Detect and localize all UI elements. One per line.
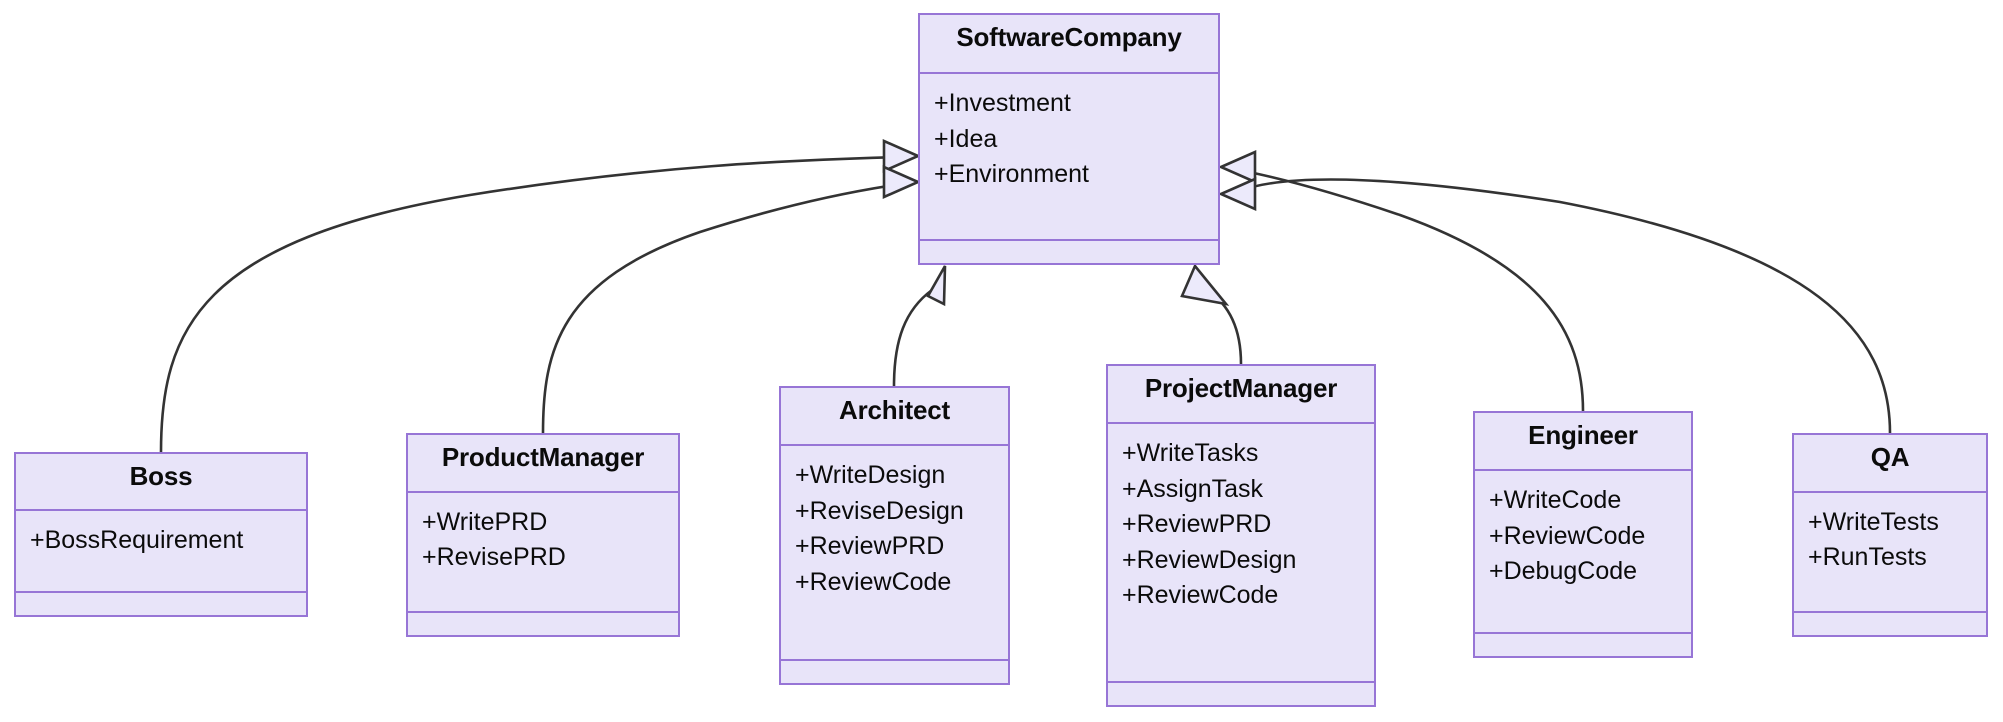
class-name-engineer: Engineer [1475,413,1691,472]
attribute-item: +ReviewCode [1489,521,1646,550]
class-box-qa[interactable]: QA +WriteTests +RunTests [1792,433,1988,637]
attribute-item: +ReviseDesign [795,496,964,525]
generalization-arrowhead-boss-to-softwarecompany [882,139,922,173]
attribute-item: +RunTests [1808,543,1927,572]
attribute-item: +Environment [934,160,1089,188]
attribute-item: +ReviewPRD [1122,510,1272,539]
class-attributes-architect: +WriteDesign +ReviseDesign +ReviewPRD +Revi… [781,446,1008,661]
class-attributes-product-manager: +WritePRD +RevisePRD [408,493,678,613]
class-name-architect: Architect [781,388,1008,447]
edge-architect-to-softwarecompany [892,288,933,387]
attribute-item: +DebugCode [1489,557,1638,586]
attribute-item: +ReviewCode [1122,581,1279,610]
attribute-item: +WritePRD [422,507,548,536]
class-attributes-qa: +WriteTests +RunTests [1794,493,1986,613]
attribute-item: +WriteTasks [1122,439,1259,468]
class-methods-boss [16,593,306,615]
class-attributes-project-manager: +WriteTasks +AssignTask +ReviewPRD +ReviewD… [1108,424,1374,683]
attribute-item: +AssignTask [1122,474,1264,503]
attribute-item: +ReviewDesign [1122,545,1297,574]
generalization-arrowhead-projectmanager-to-softwarecompany [1180,263,1230,306]
class-methods-qa [1794,613,1986,635]
attribute-item: +WriteCode [1489,486,1622,515]
class-methods-product-manager [408,613,678,635]
class-name-software-company: SoftwareCompany [920,15,1218,74]
attribute-item: +Idea [934,124,998,153]
generalization-arrowhead-productmanager-to-softwarecompany [882,165,922,199]
class-box-boss[interactable]: Boss +BossRequirement [14,452,308,617]
class-name-product-manager: ProductManager [408,435,678,493]
class-methods-software-company [920,241,1218,263]
class-methods-architect [781,661,1008,683]
class-name-project-manager: ProjectManager [1108,366,1374,425]
class-box-engineer[interactable]: Engineer +WriteCode +ReviewCode +DebugCode [1473,411,1693,658]
class-attributes-engineer: +WriteCode +ReviewCode +DebugCode [1475,471,1691,634]
class-name-qa: QA [1794,435,1986,493]
class-box-project-manager[interactable]: ProjectManager +WriteTasks +AssignTask +Rev… [1106,364,1376,707]
generalization-arrowhead-qa-to-softwarecompany [1217,177,1257,211]
class-attributes-boss: +BossRequirement [16,511,306,593]
edge-projectmanager-to-softwarecompany [1206,288,1243,365]
class-box-software-company[interactable]: SoftwareCompany +Investment +Idea +Environm… [918,13,1220,265]
attribute-item: +ReviewCode [795,567,952,596]
attribute-item: +Investment [934,89,1071,117]
generalization-arrowhead-engineer-to-softwarecompany [1217,150,1257,184]
class-methods-engineer [1475,634,1691,656]
attribute-item: +WriteDesign [795,461,946,490]
attribute-item: +WriteTests [1808,507,1939,536]
attribute-item: +ReviewPRD [795,532,945,561]
class-box-product-manager[interactable]: ProductManager +WritePRD +RevisePRD [406,433,680,637]
class-attributes-software-company: +Investment +Idea +Environment [920,74,1218,241]
class-methods-project-manager [1108,683,1374,705]
generalization-arrowhead-architect-to-softwarecompany [926,265,947,307]
class-box-architect[interactable]: Architect +WriteDesign +ReviseDesign +Revie… [779,386,1010,685]
attribute-item: +RevisePRD [422,543,566,572]
attribute-item: +BossRequirement [30,526,244,555]
class-name-boss: Boss [16,454,306,512]
